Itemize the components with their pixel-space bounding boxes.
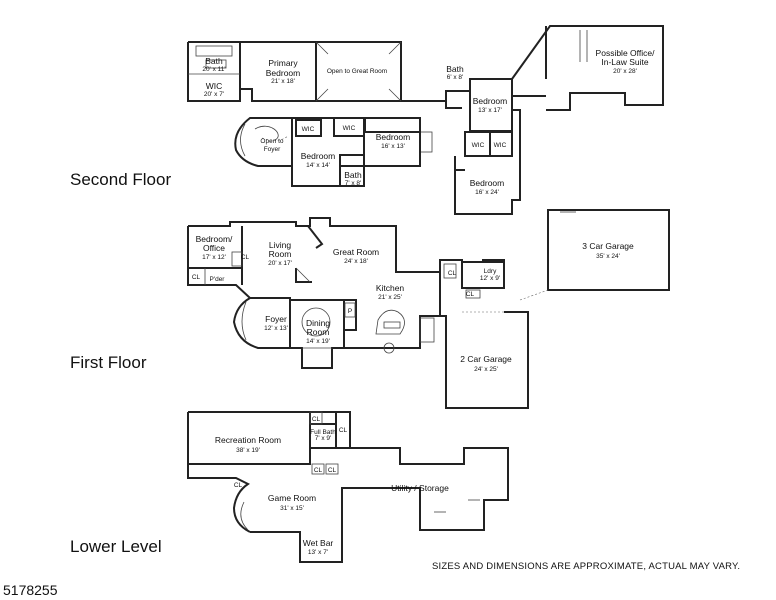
room-label: Foyer (264, 146, 281, 153)
room-dims: 20' x 17' (268, 260, 292, 267)
room-dims: 35' x 24' (596, 253, 620, 260)
room-label: Bath (344, 170, 362, 180)
room-label: Ldry (484, 268, 497, 275)
room-dims: 24' x 25' (474, 366, 498, 373)
room-dims: 16' x 24' (475, 189, 499, 196)
room-label: Room (307, 327, 330, 337)
floor-label-second: Second Floor (70, 170, 172, 189)
room-label: Foyer (265, 314, 287, 324)
closet-label: CL (448, 270, 457, 277)
floor-label-first: First Floor (70, 353, 147, 372)
pantry-label: P (348, 308, 352, 315)
room-dims: 12' x 13' (264, 325, 288, 332)
room-label: Bath (205, 56, 223, 66)
closet-label: CL (192, 274, 201, 281)
closet-label: CL (312, 416, 321, 423)
closet-label: CL (234, 482, 243, 489)
room-label: WIC (494, 142, 507, 149)
closet-label: CL (466, 291, 475, 298)
room-dims: 13' x 17' (478, 107, 502, 114)
floor-label-lower: Lower Level (70, 537, 162, 556)
room-label: Bedroom (376, 132, 411, 142)
room-label: WIC (302, 126, 315, 133)
room-dims: 17' x 12' (202, 254, 226, 261)
room-label: Open to Great Room (327, 68, 387, 75)
room-label: Bedroom (266, 68, 301, 78)
room-label: Room (269, 249, 292, 259)
room-dims: 20' x 11' (202, 66, 225, 73)
room-label: Kitchen (376, 283, 405, 293)
room-label: Dining (306, 318, 330, 328)
room-label: WIC (206, 81, 223, 91)
room-label: Wet Bar (303, 538, 334, 548)
room-dims: 13' x 7' (308, 549, 328, 556)
room-label: 2 Car Garage (460, 354, 512, 364)
closet-label: CL (314, 467, 323, 474)
room-label: Office (203, 243, 225, 253)
room-label: Primary (268, 58, 298, 68)
room-dims: 24' x 18' (344, 258, 368, 265)
disclaimer-text: SIZES AND DIMENSIONS ARE APPROXIMATE, AC… (432, 561, 741, 572)
room-label: Recreation Room (215, 435, 281, 445)
room-dims: 16' x 13' (381, 143, 405, 150)
room-label: Bedroom (301, 151, 336, 161)
room-dims: 20' x 28' (613, 68, 637, 75)
room-dims: 14' x 19' (306, 338, 330, 345)
listing-id: 5178255 (3, 582, 58, 598)
first-floor-plan: Bedroom/ Office 17' x 12' Living Room 20… (187, 209, 670, 409)
closet-label: CL (339, 427, 348, 434)
room-label: Living (269, 240, 291, 250)
room-dims: 20' x 7' (204, 91, 224, 98)
room-dims: 21' x 18' (271, 78, 295, 85)
powder-room-label: P'der (210, 276, 226, 283)
closet-label: CL (241, 254, 250, 261)
room-label: Bedroom (473, 96, 508, 106)
room-label: Full Bath (310, 429, 336, 436)
room-label: WIC (472, 142, 485, 149)
room-label: Game Room (268, 493, 316, 503)
room-label: Bedroom/ (196, 234, 233, 244)
room-dims: 38' x 19' (236, 447, 260, 454)
room-dims: 21' x 25' (378, 294, 402, 301)
room-dims: 12' x 9' (480, 275, 500, 282)
room-label: Possible Office/ (596, 48, 656, 58)
room-label: In-Law Suite (601, 57, 649, 67)
room-dims: 7' x 8' (345, 180, 362, 187)
room-label: Bath (446, 64, 464, 74)
room-label: 3 Car Garage (582, 241, 634, 251)
room-dims: 6' x 8' (447, 74, 464, 81)
room-label: Bedroom (470, 178, 505, 188)
lower-level-plan: Recreation Room 38' x 19' Full Bath 7' x… (187, 411, 509, 563)
room-dims: 14' x 14' (306, 162, 330, 169)
room-label: Great Room (333, 247, 379, 257)
second-floor-plan: Bath 20' x 11' WIC 20' x 7' Primary Bedr… (187, 25, 664, 215)
closet-label: CL (328, 467, 337, 474)
room-dims: 31' x 15' (280, 505, 304, 512)
room-label: Open to (260, 138, 284, 145)
room-label: Utility / Storage (391, 483, 449, 493)
room-dims: 7' x 9' (315, 435, 332, 442)
room-label: WIC (343, 125, 356, 132)
